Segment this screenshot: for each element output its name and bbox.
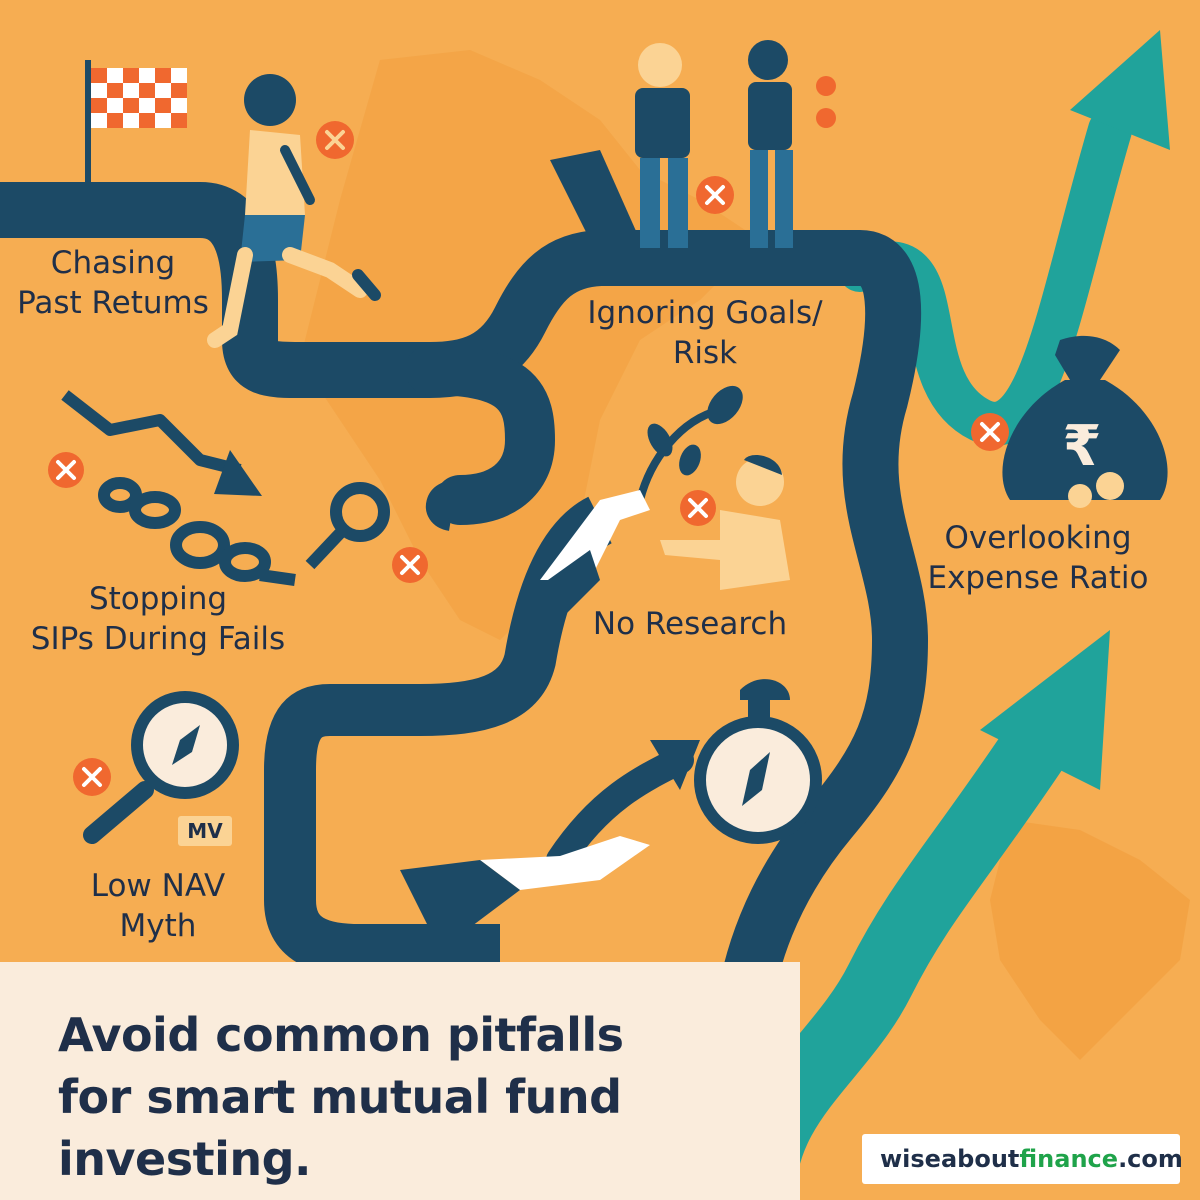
label-ignoring-line1: Ignoring Goals/ bbox=[587, 295, 823, 331]
tagline-line1: Avoid common pitfalls bbox=[58, 1008, 624, 1062]
tagline-line3: investing. bbox=[58, 1132, 311, 1186]
warning-cross-icon-6 bbox=[971, 413, 1009, 451]
running-person-icon bbox=[207, 74, 381, 348]
label-low-nav-myth: Low NAV Myth bbox=[60, 866, 256, 946]
falling-arrow-head bbox=[214, 450, 262, 496]
label-stopping-line2: SIPs During Fails bbox=[30, 621, 286, 657]
researcher-person-icon bbox=[660, 455, 790, 590]
brand-name: wiseaboutfinance.com bbox=[880, 1145, 1183, 1173]
warning-cross-icon-4 bbox=[392, 547, 428, 583]
warning-cross-icon-1 bbox=[316, 121, 354, 159]
warning-cross-icon-3 bbox=[48, 452, 84, 488]
label-no-research-text: No Research bbox=[592, 606, 788, 642]
label-chasing-past-returns: Chasing Past Retums bbox=[0, 243, 226, 323]
label-stopping-line1: Stopping bbox=[88, 581, 228, 617]
label-ignoring-goals-risk: Ignoring Goals/ Risk bbox=[560, 293, 850, 373]
mv-badge: MV bbox=[178, 816, 232, 846]
broken-chain-icon bbox=[98, 477, 462, 586]
reaching-hand-icon bbox=[520, 490, 650, 640]
teal-growth-arrow-lower-head bbox=[980, 630, 1110, 790]
money-bag-icon bbox=[1002, 335, 1168, 508]
plant-sprout-icon bbox=[636, 385, 743, 502]
tagline-panel bbox=[0, 962, 800, 1200]
winding-road bbox=[0, 182, 928, 1200]
label-overlooking-line1: Overlooking bbox=[944, 520, 1132, 556]
magnifier-compass-icon bbox=[83, 691, 239, 844]
india-map-silhouette-2 bbox=[990, 820, 1190, 1060]
stopwatch-compass-icon bbox=[694, 679, 822, 844]
brand-suffix: .com bbox=[1118, 1145, 1183, 1173]
upward-arrow-icon bbox=[546, 746, 694, 874]
label-overlooking-line2: Expense Ratio bbox=[927, 560, 1149, 596]
label-ignoring-line2: Risk bbox=[672, 335, 738, 371]
label-no-research: No Research bbox=[580, 604, 800, 644]
label-chasing-line2: Past Retums bbox=[17, 285, 209, 321]
brand-accent: finance bbox=[1019, 1145, 1119, 1173]
falling-arrow-icon bbox=[61, 390, 242, 476]
tagline-line2: for smart mutual fund bbox=[58, 1070, 622, 1124]
warning-cross-icon-7 bbox=[73, 758, 111, 796]
brand-prefix: wiseabout bbox=[880, 1145, 1020, 1173]
upward-arrow-head bbox=[650, 740, 700, 790]
two-people-icon bbox=[550, 40, 836, 248]
warning-cross-icon-2 bbox=[696, 176, 734, 214]
road-branch bbox=[405, 345, 556, 525]
label-lownav-line1: Low NAV bbox=[90, 868, 226, 904]
label-overlooking-expense-ratio: Overlooking Expense Ratio bbox=[910, 518, 1166, 598]
checkered-flag-icon bbox=[91, 68, 187, 128]
teal-growth-arrow-upper-head bbox=[1070, 30, 1170, 150]
rupee-symbol: ₹ bbox=[1063, 414, 1102, 479]
label-lownav-line2: Myth bbox=[119, 908, 197, 944]
tagline: Avoid common pitfalls for smart mutual f… bbox=[58, 1004, 624, 1190]
brand-badge[interactable]: wiseaboutfinance.com bbox=[862, 1134, 1183, 1184]
warning-cross-icon-5 bbox=[680, 490, 716, 526]
label-chasing-line1: Chasing bbox=[50, 245, 176, 281]
label-stopping-sips: Stopping SIPs During Fails bbox=[10, 579, 306, 659]
open-hand-icon bbox=[400, 836, 650, 950]
